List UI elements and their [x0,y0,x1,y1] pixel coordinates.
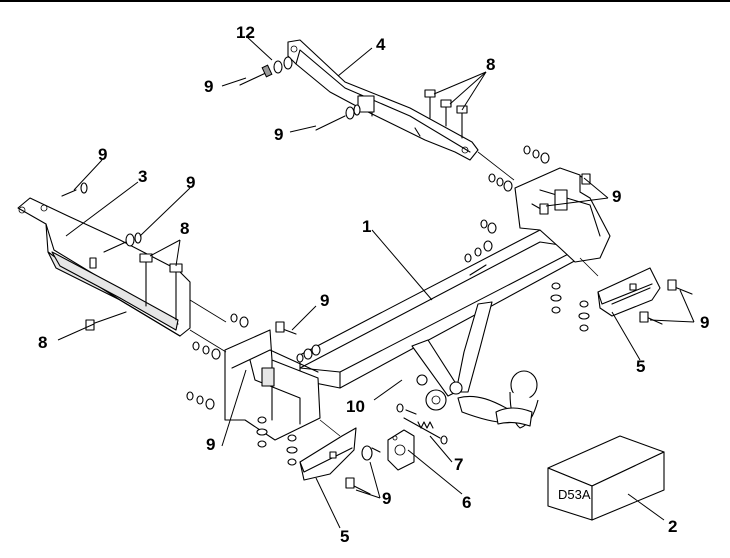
bracket-part-3 [17,197,191,337]
fasteners-upper-left [239,56,361,131]
callout-8-left: 8 [38,333,47,352]
callout-9-b: 9 [274,125,283,144]
callout-7: 7 [454,455,463,474]
socket-plate-part-6 [387,429,415,471]
callout-5-right: 5 [636,357,645,376]
kit-package-box [547,435,665,521]
callout-9-f: 9 [612,187,621,206]
callout-1: 1 [362,217,371,236]
callout-9-h: 9 [206,435,215,454]
callout-9-d: 9 [186,173,195,192]
callout-9-i: 9 [382,489,391,508]
callout-6: 6 [462,493,471,512]
callout-8-top: 8 [486,55,495,74]
washer-disc [361,445,373,461]
callout-9-c: 9 [98,145,107,164]
package-label: D53A [558,487,591,502]
callout-9-e: 9 [320,291,329,310]
callout-9-g: 9 [700,313,709,332]
callout-leaders [57,35,695,529]
callout-8-mid: 8 [180,219,189,238]
bracket-part-5-right [597,267,661,317]
assembly-guide-lines [189,151,599,437]
top-border-line [0,0,730,2]
callout-5-bottom: 5 [340,527,349,546]
fastener-clusters [186,145,693,495]
towball-neck [416,374,516,424]
bracket-part-4 [287,39,479,161]
bracket-part-5-bottom [299,427,357,481]
towball [495,370,539,429]
callout-2: 2 [668,517,677,536]
callout-4: 4 [376,35,386,54]
callout-numbers: 12 4 8 9 9 9 3 9 8 8 1 9 9 9 5 9 10 7 6 … [38,23,709,546]
callout-12: 12 [236,23,255,42]
callout-9-a: 9 [204,77,213,96]
callout-10: 10 [346,397,365,416]
bolts-part-8-left [85,253,183,331]
washers-part-3 [61,182,142,253]
crossbar-part-1 [224,167,611,441]
spring-part-7 [403,417,448,445]
callout-3: 3 [138,167,147,186]
